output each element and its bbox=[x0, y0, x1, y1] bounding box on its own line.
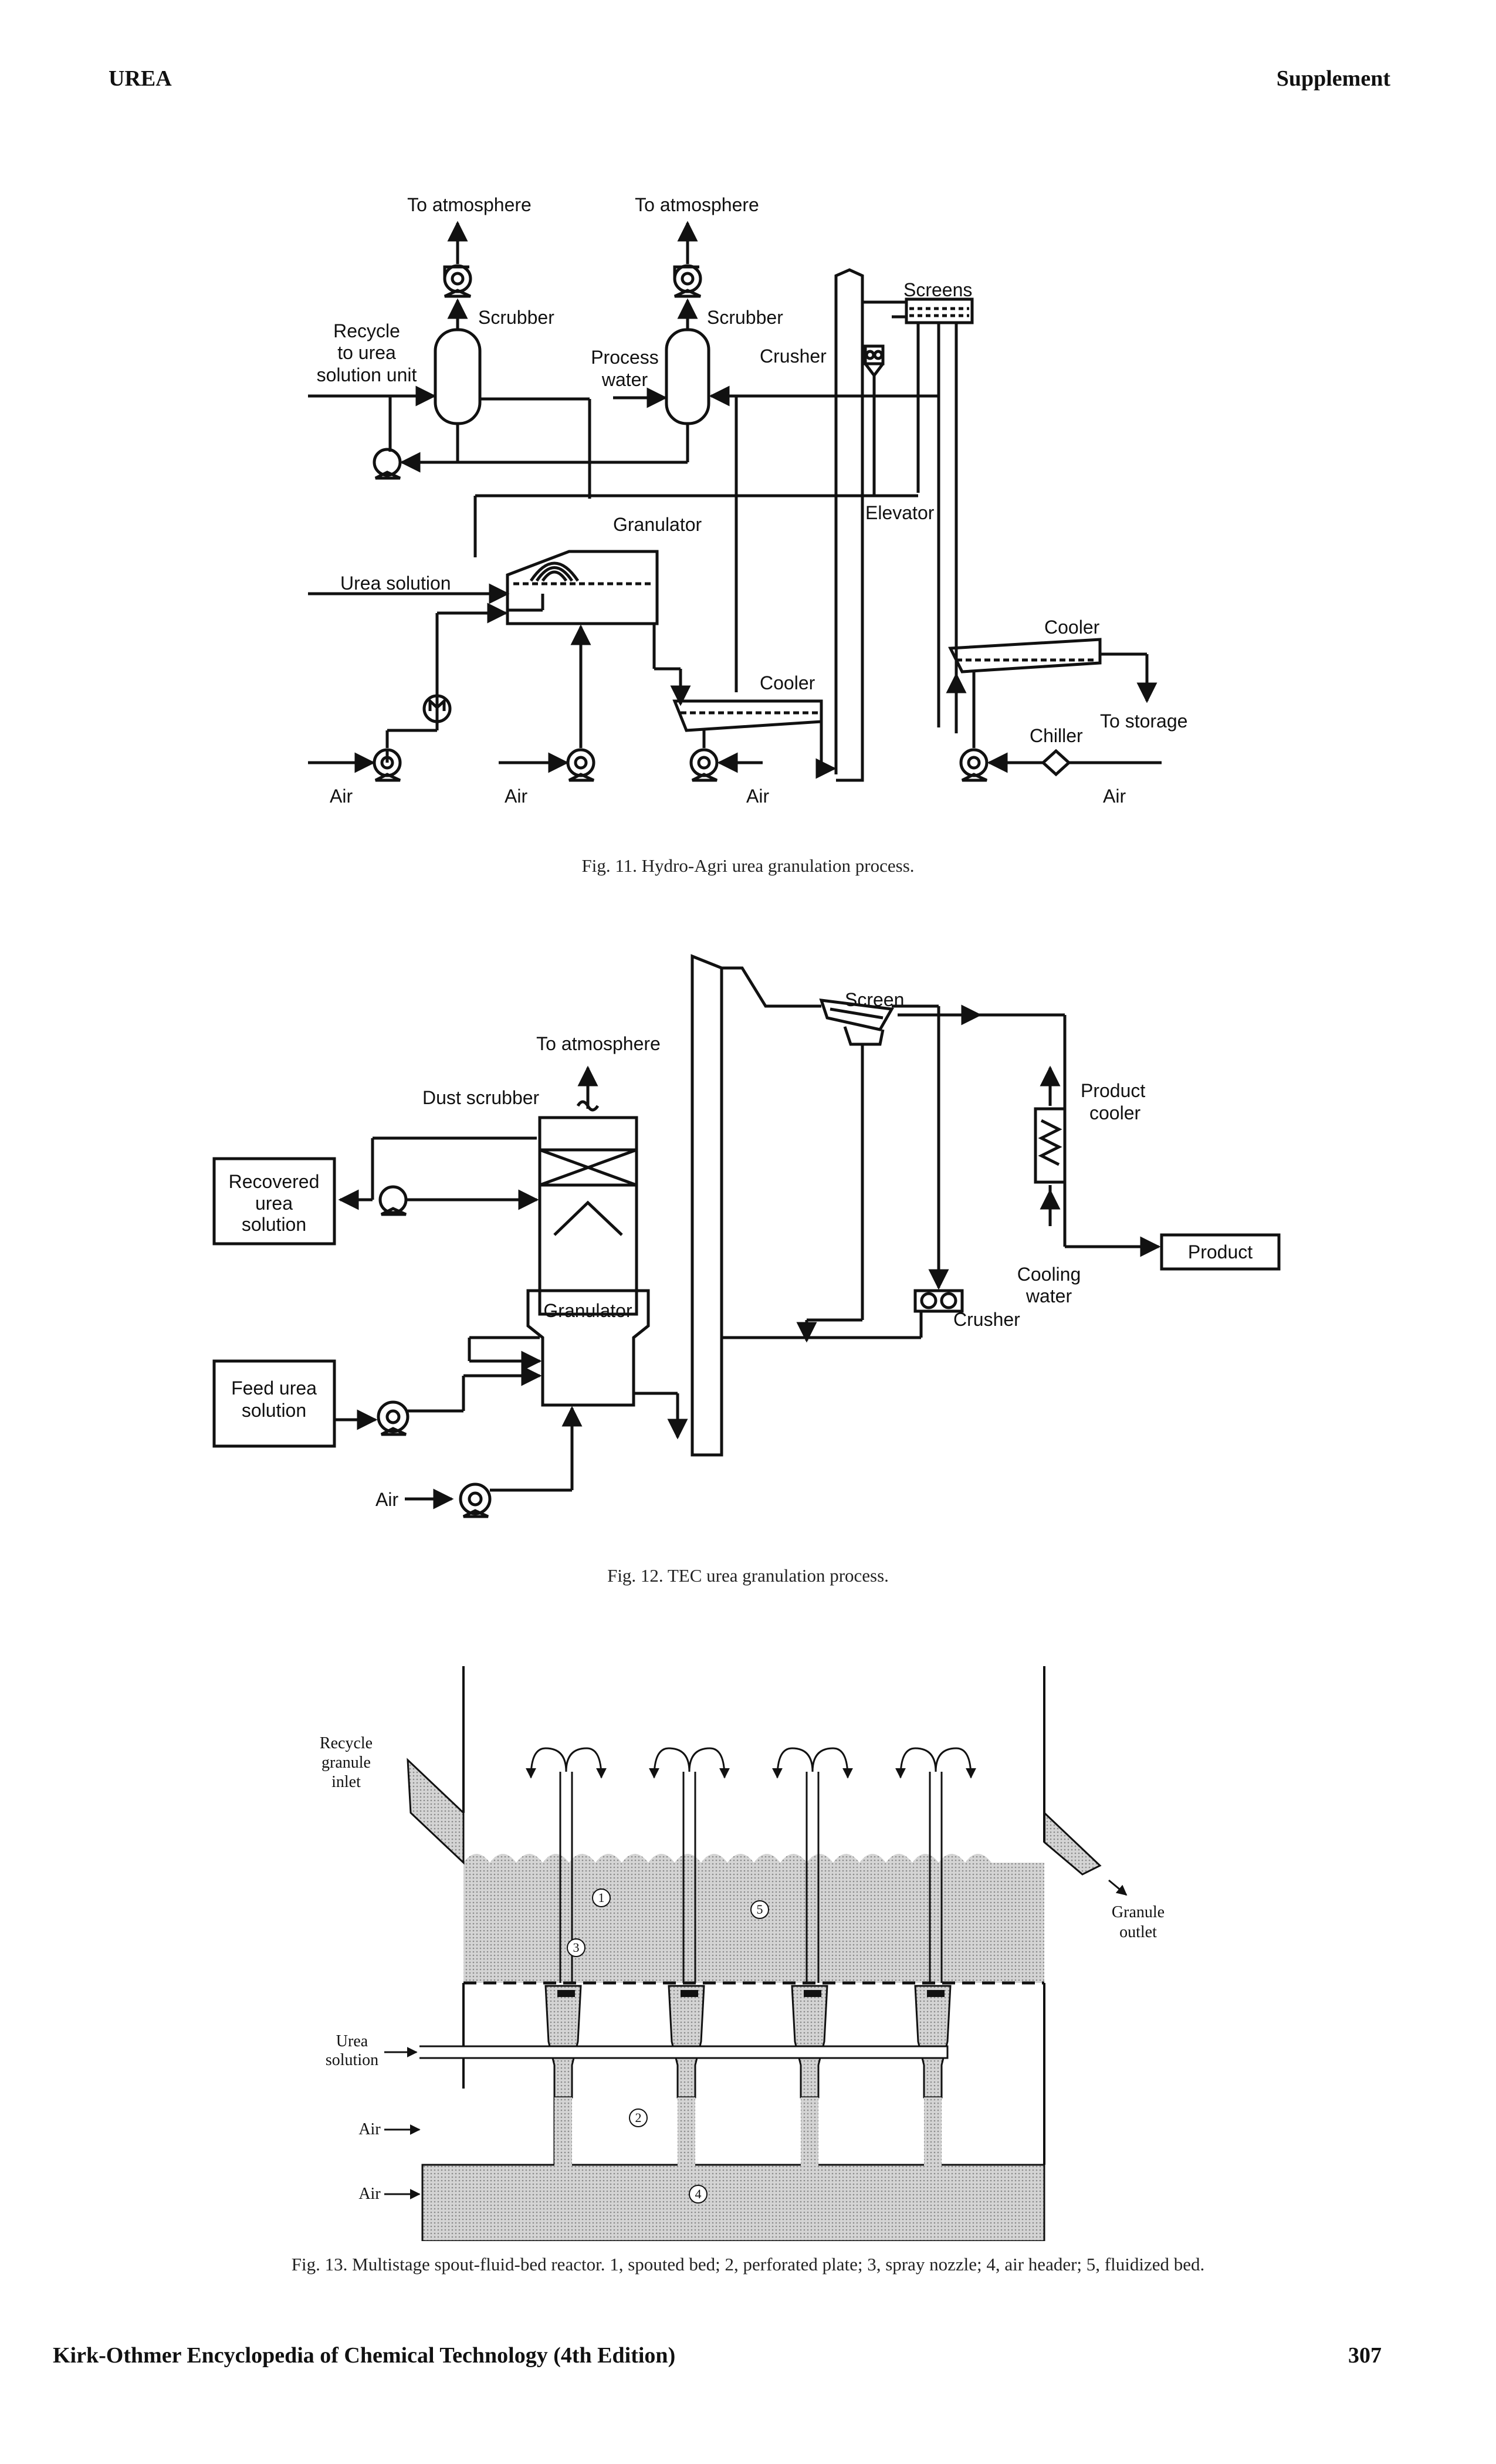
scrubber-1 bbox=[434, 328, 482, 425]
fig11-air-3: Air bbox=[746, 786, 769, 807]
fig11-scrubber-1: Scrubber bbox=[478, 307, 554, 328]
elevator bbox=[834, 268, 864, 782]
fig12-dust-scrubber: Dust scrubber bbox=[422, 1087, 540, 1108]
fig12-granulator: Granulator bbox=[543, 1300, 632, 1321]
fig11-granulator: Granulator bbox=[613, 514, 702, 535]
fig11-recycle-3: solution unit bbox=[317, 364, 417, 385]
fig11-scrubber-2: Scrubber bbox=[707, 307, 783, 328]
fig12-cooling-water-1: Cooling bbox=[1017, 1264, 1081, 1285]
fig12-recovered-1: Recovered bbox=[229, 1171, 320, 1192]
fig11-crusher: Crusher bbox=[760, 346, 827, 367]
fig12-recovered-2: urea bbox=[255, 1193, 293, 1214]
fig12-air: Air bbox=[375, 1489, 398, 1510]
fig11-chiller: Chiller bbox=[1030, 725, 1083, 746]
cooler-1 bbox=[672, 699, 823, 732]
fig13-urea-solution-1: Urea bbox=[336, 2032, 368, 2050]
dust-scrubber bbox=[538, 1116, 638, 1316]
fig11-elevator: Elevator bbox=[865, 502, 935, 523]
elevator bbox=[691, 954, 723, 1457]
fan-icon bbox=[443, 264, 472, 293]
fig13-air-1: Air bbox=[358, 2120, 381, 2138]
fig11-urea-solution: Urea solution bbox=[340, 573, 451, 594]
fig11-cooler-1: Cooler bbox=[760, 672, 815, 693]
pump-icon bbox=[377, 1400, 409, 1433]
fluidized-bed bbox=[463, 1854, 1044, 1983]
fig13-granule-outlet-2: outlet bbox=[1119, 1923, 1157, 1941]
page-number: 307 bbox=[1348, 2343, 1382, 2368]
fig11-process-water-1: Process bbox=[591, 347, 659, 368]
fan-icon bbox=[959, 748, 989, 777]
fig13-recycle-1: Recycle bbox=[320, 1734, 373, 1752]
fig12-to-atmosphere: To atmosphere bbox=[536, 1033, 661, 1054]
fan-icon bbox=[689, 748, 719, 777]
recycle-inlet-chute bbox=[407, 1758, 465, 1865]
fig12-crusher: Crusher bbox=[953, 1309, 1020, 1330]
figure-11-diagram: To atmosphere To atmosphere Scrubber Scr… bbox=[308, 194, 1187, 807]
fig12-screen: Screen bbox=[845, 989, 904, 1010]
fig13-urea-solution-2: solution bbox=[326, 2051, 378, 2069]
fig11-process-water-2: water bbox=[601, 369, 648, 390]
recovered-urea-box bbox=[212, 1157, 336, 1245]
fan-icon bbox=[673, 264, 702, 293]
fig11-air-2: Air bbox=[505, 786, 527, 807]
fig11-air-1: Air bbox=[330, 786, 353, 807]
fig12-feed-2: solution bbox=[242, 1400, 306, 1421]
fig11-screens: Screens bbox=[903, 279, 972, 300]
air-header bbox=[421, 2097, 1045, 2241]
cooler-2 bbox=[948, 638, 1102, 673]
scrubber-2 bbox=[665, 328, 710, 425]
product-cooler bbox=[1034, 1107, 1067, 1184]
feed-urea-box bbox=[212, 1359, 336, 1448]
figure-13-diagram: 1 3 5 2 4 Recycle granule inlet Granule … bbox=[320, 1666, 1165, 2241]
screen bbox=[819, 999, 895, 1031]
figure-12-diagram: Screen To atmosphere Dust scrubber Recov… bbox=[212, 954, 1281, 1518]
running-header-left: UREA bbox=[109, 66, 172, 91]
fig12-recovered-3: solution bbox=[242, 1214, 306, 1235]
fig11-air-4: Air bbox=[1103, 786, 1126, 807]
label-spray-nozzle: 3 bbox=[573, 1940, 580, 1955]
fig11-to-atmosphere-2: To atmosphere bbox=[635, 194, 759, 215]
fig13-granule-outlet-1: Granule bbox=[1112, 1903, 1165, 1921]
figure-13-caption: Fig. 13. Multistage spout-fluid-bed reac… bbox=[291, 2254, 1205, 2275]
granule-outlet-chute bbox=[1043, 1810, 1102, 1876]
chiller-icon bbox=[1041, 749, 1071, 777]
fig12-product-cooler-2: cooler bbox=[1089, 1102, 1141, 1123]
label-fluidized-bed: 5 bbox=[757, 1902, 763, 1917]
label-spouted-bed: 1 bbox=[598, 1890, 605, 1905]
granulator bbox=[526, 1289, 650, 1407]
label-perforated-plate: 2 bbox=[635, 2110, 642, 2125]
fig12-product-cooler-1: Product bbox=[1081, 1080, 1145, 1101]
fig13-air-2: Air bbox=[358, 2185, 381, 2203]
running-header-right: Supplement bbox=[1276, 66, 1390, 91]
fan-icon bbox=[566, 748, 595, 777]
crusher bbox=[913, 1289, 964, 1313]
granulator bbox=[506, 550, 659, 625]
urea-solution-pipe bbox=[419, 2045, 949, 2059]
fig11-recycle-2: to urea bbox=[337, 342, 396, 363]
fig11-to-atmosphere-1: To atmosphere bbox=[407, 194, 532, 215]
fig13-recycle-2: granule bbox=[321, 1754, 371, 1772]
fig13-recycle-3: inlet bbox=[331, 1773, 361, 1791]
figure-12-caption: Fig. 12. TEC urea granulation process. bbox=[607, 1565, 889, 1586]
label-air-header: 4 bbox=[695, 2187, 702, 2201]
screens-box bbox=[905, 297, 974, 324]
fig11-cooler-2: Cooler bbox=[1044, 617, 1100, 638]
fan-icon bbox=[459, 1483, 492, 1515]
fig11-recycle-1: Recycle bbox=[333, 320, 400, 341]
fig12-cooling-water-2: water bbox=[1025, 1285, 1072, 1307]
footer-book-title: Kirk-Othmer Encyclopedia of Chemical Tec… bbox=[53, 2343, 676, 2368]
figure-11-caption: Fig. 11. Hydro-Agri urea granulation pro… bbox=[581, 855, 915, 876]
fig12-product: Product bbox=[1188, 1241, 1253, 1263]
fig12-feed-1: Feed urea bbox=[231, 1377, 317, 1399]
product-box bbox=[1160, 1233, 1281, 1271]
fig11-to-storage: To storage bbox=[1100, 710, 1187, 732]
